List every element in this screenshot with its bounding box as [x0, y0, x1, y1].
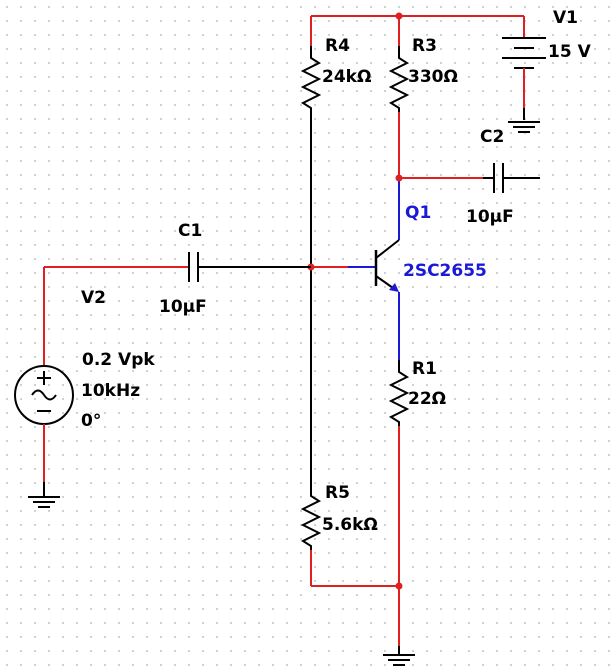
resistor-r1-symbol[interactable]	[388, 360, 410, 586]
c1-name: C1	[178, 221, 202, 241]
q1-model: 2SC2655	[403, 261, 487, 281]
resistor-r3-symbol[interactable]	[388, 46, 410, 112]
base-wire[interactable]	[310, 122, 348, 484]
c2-value: 10µF	[466, 207, 514, 227]
collector-wire[interactable]	[398, 112, 483, 240]
r5-name: R5	[325, 483, 350, 503]
resistor-r5-symbol[interactable]	[300, 484, 399, 587]
v2-name: V2	[81, 288, 106, 308]
v2-frequency: 10kHz	[81, 381, 140, 401]
r4-value: 24kΩ	[322, 67, 371, 87]
v2-amplitude: 0.2 Vpk	[82, 350, 155, 370]
junction-collector	[395, 174, 403, 182]
v1-value: 15 V	[548, 42, 592, 62]
r5-value: 5.6kΩ	[322, 515, 378, 535]
transistor-q1-symbol[interactable]	[348, 239, 400, 360]
capacitor-c1-symbol[interactable]	[44, 252, 311, 282]
r1-name: R1	[412, 359, 437, 379]
r1-value: 22Ω	[408, 389, 446, 409]
ground-bottom-symbol[interactable]	[383, 586, 415, 666]
r3-value: 330Ω	[408, 67, 458, 87]
r4-name: R4	[325, 36, 350, 56]
ac-source-v2-symbol[interactable]	[14, 267, 74, 508]
v2-phase: 0°	[81, 411, 101, 431]
junction-top	[395, 12, 403, 20]
capacitor-c2-symbol[interactable]	[483, 163, 540, 193]
resistor-r4-symbol[interactable]	[300, 46, 322, 122]
c2-name: C2	[480, 127, 504, 147]
v1-name: V1	[553, 8, 578, 28]
battery-v1-symbol[interactable]	[502, 37, 546, 133]
q1-name: Q1	[405, 203, 431, 223]
c1-value: 10µF	[159, 297, 207, 317]
r3-name: R3	[412, 36, 437, 56]
top-rail-wire[interactable]	[310, 15, 525, 46]
